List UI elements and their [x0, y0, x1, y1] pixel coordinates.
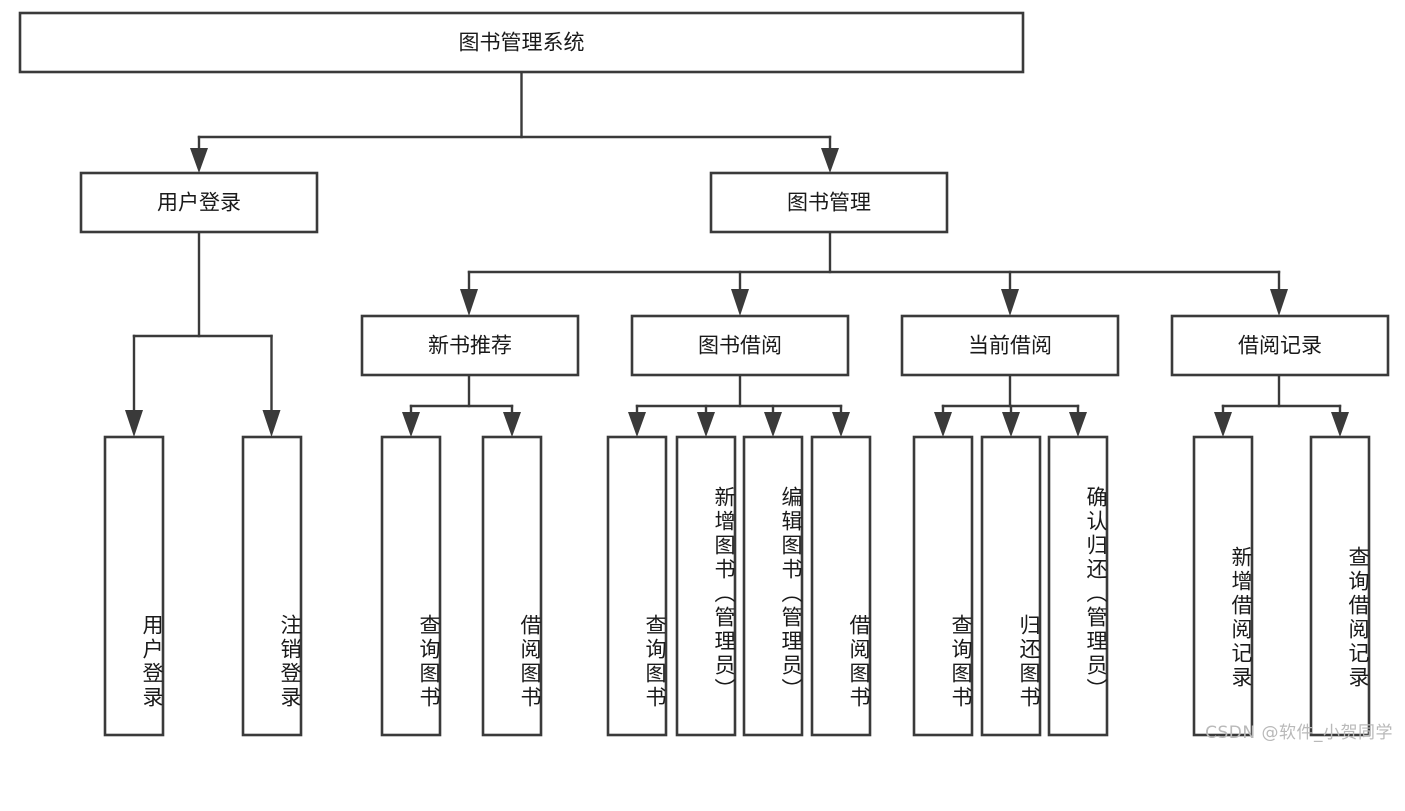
diagram-root: 图书管理系统 用户登录 图书管理 新书推荐 图书借阅 当前借阅 借阅记录 用户登…: [18, 11, 1393, 743]
node-book-borrow-label: 图书借阅: [698, 334, 782, 358]
arrow-current-leaf-2: [1002, 412, 1020, 437]
leaf-recommend-borrow-book[interactable]: [481, 435, 543, 737]
leaf-borrow-query-book[interactable]: [606, 435, 668, 737]
leaf-login-logout[interactable]: [241, 435, 303, 737]
arrow-to-recommend: [460, 289, 478, 316]
leaf-borrow-edit-book[interactable]: [742, 435, 804, 737]
csdn-watermark: CSDN @软件_小贺同学: [1205, 723, 1393, 743]
arrow-borrow-leaf-2: [697, 412, 715, 437]
arrow-login-leaf-1: [125, 410, 143, 437]
leaf-records-query-record[interactable]: [1309, 435, 1371, 737]
leaf-current-return-book[interactable]: [980, 435, 1042, 737]
node-layer: [18, 11, 1390, 737]
arrow-root-to-bookmgmt: [821, 148, 839, 173]
leaf-current-query-book[interactable]: [912, 435, 974, 737]
arrow-login-leaf-2: [262, 410, 281, 437]
leaf-borrow-add-book[interactable]: [675, 435, 737, 737]
node-book-borrow[interactable]: [630, 314, 850, 377]
node-book-management-label: 图书管理: [787, 191, 871, 215]
node-current-borrow[interactable]: [900, 314, 1120, 377]
arrow-borrow-leaf-4: [832, 412, 850, 437]
leaf-borrow-borrow-book[interactable]: [810, 435, 872, 737]
arrow-recommend-leaf-1: [402, 412, 420, 437]
arrow-borrow-leaf-3: [764, 412, 782, 437]
arrow-to-records: [1270, 289, 1288, 316]
leaf-records-add-record[interactable]: [1192, 435, 1254, 737]
leaf-recommend-query-book[interactable]: [380, 435, 442, 737]
node-new-book-recommend-label: 新书推荐: [428, 334, 512, 358]
node-book-management[interactable]: [709, 171, 949, 234]
arrow-root-to-login: [190, 148, 208, 173]
arrow-to-borrow: [731, 289, 749, 316]
arrow-current-leaf-3: [1069, 412, 1087, 437]
node-root[interactable]: [18, 11, 1025, 74]
node-user-login[interactable]: [79, 171, 319, 234]
arrow-to-current: [1001, 289, 1019, 316]
arrow-current-leaf-1: [934, 412, 952, 437]
arrow-recommend-leaf-2: [503, 412, 521, 437]
arrow-records-leaf-2: [1331, 412, 1349, 437]
connector-layer: [125, 70, 1349, 437]
leaf-login-user-login[interactable]: [103, 435, 165, 737]
node-current-borrow-label: 当前借阅: [968, 334, 1052, 358]
diagram-canvas: 图书管理系统 用户登录 图书管理 新书推荐 图书借阅 当前借阅 借阅记录: [18, 11, 1390, 737]
arrow-borrow-leaf-1: [628, 412, 646, 437]
horizontal-label-layer: 图书管理系统 用户登录 图书管理 新书推荐 图书借阅 当前借阅 借阅记录: [157, 31, 1322, 358]
arrow-records-leaf-1: [1214, 412, 1232, 437]
node-root-label: 图书管理系统: [459, 31, 585, 55]
leaf-current-confirm-return[interactable]: [1047, 435, 1109, 737]
node-user-login-label: 用户登录: [157, 191, 241, 215]
node-borrow-records-label: 借阅记录: [1238, 334, 1322, 358]
node-borrow-records[interactable]: [1170, 314, 1390, 377]
node-new-book-recommend[interactable]: [360, 314, 580, 377]
